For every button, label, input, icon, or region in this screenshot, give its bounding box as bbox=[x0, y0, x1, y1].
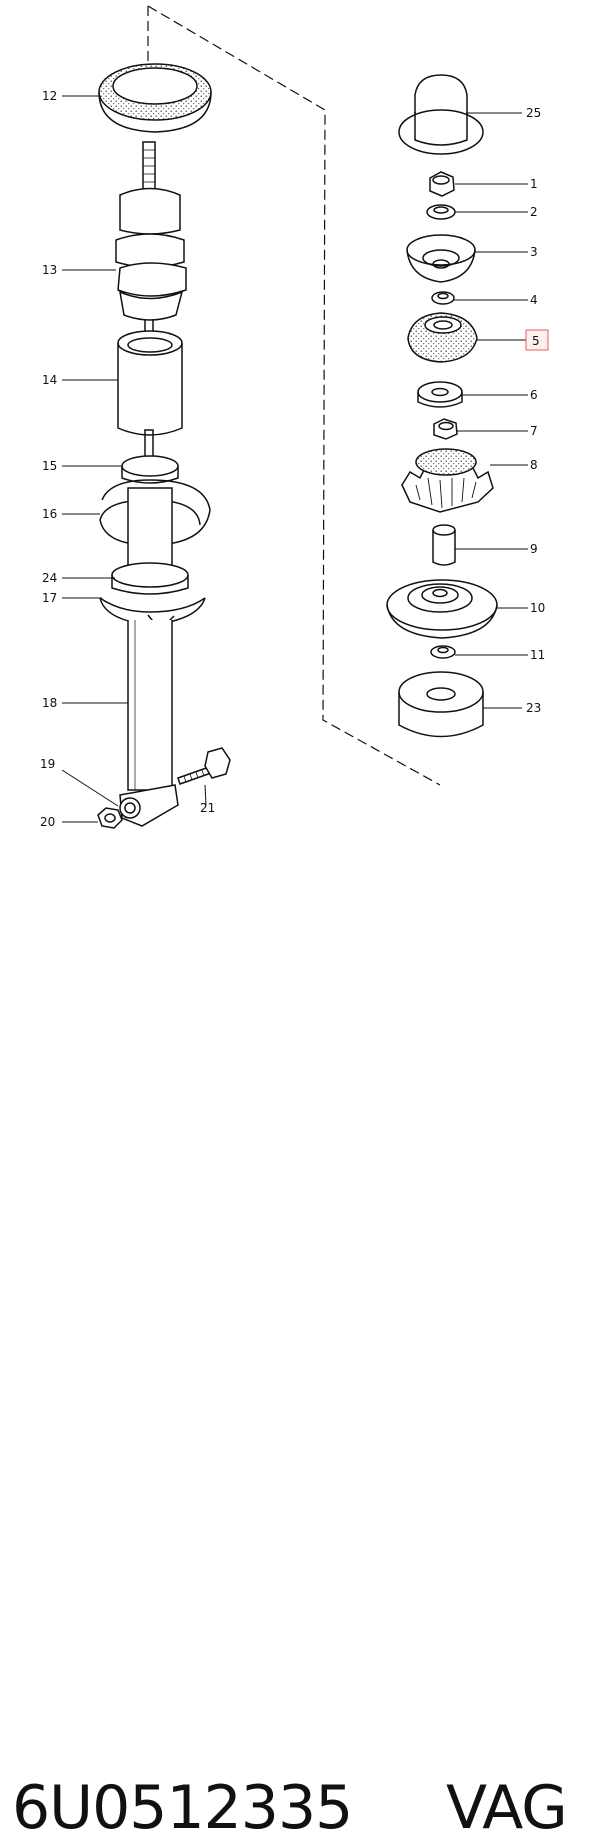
callout-8: 8 bbox=[530, 458, 538, 472]
brand-name: VAG bbox=[446, 1773, 568, 1843]
part-9-sleeve bbox=[432, 524, 456, 566]
part-25-dust-cap bbox=[398, 74, 484, 155]
highlight-box bbox=[525, 329, 549, 351]
callout-21: 21 bbox=[200, 801, 215, 815]
assembly-dash-line bbox=[147, 5, 441, 786]
callout-19: 19 bbox=[40, 757, 55, 771]
part-14-protective-tube bbox=[117, 330, 183, 436]
callout-20: 20 bbox=[40, 815, 55, 829]
part-8-bearing bbox=[401, 448, 494, 513]
footer: 6U0512335 VAG bbox=[0, 880, 600, 1843]
part-13-bump-stop bbox=[115, 187, 187, 321]
part-4-washer bbox=[431, 291, 455, 305]
callout-11: 11 bbox=[530, 648, 545, 662]
part-11-washer bbox=[430, 645, 456, 659]
part-23-buffer bbox=[398, 671, 484, 738]
callout-1: 1 bbox=[530, 177, 538, 191]
callout-5: 5 bbox=[532, 334, 540, 348]
part-16-coil-spring bbox=[99, 479, 211, 569]
part-number: 6U0512335 bbox=[12, 1773, 353, 1843]
callout-25: 25 bbox=[526, 106, 541, 120]
callout-7: 7 bbox=[530, 424, 538, 438]
part-21-bolt bbox=[177, 747, 231, 785]
part-12-seal-ring bbox=[98, 63, 212, 133]
part-24-spring-pad bbox=[111, 562, 189, 595]
callout-14: 14 bbox=[42, 373, 57, 387]
callout-labels: 12 13 14 15 16 24 17 18 19 20 21 25 1 2 … bbox=[40, 89, 545, 829]
callout-9: 9 bbox=[530, 542, 538, 556]
callout-12: 12 bbox=[42, 89, 57, 103]
callout-18: 18 bbox=[42, 696, 57, 710]
part-15-spring-seat bbox=[121, 455, 179, 484]
part-19-bottom-eye bbox=[119, 784, 179, 827]
callout-4: 4 bbox=[530, 293, 538, 307]
callout-15: 15 bbox=[42, 459, 57, 473]
part-5-rubber-mount bbox=[407, 312, 478, 363]
callout-24: 24 bbox=[42, 571, 57, 585]
callout-10: 10 bbox=[530, 601, 545, 615]
leader-lines bbox=[61, 95, 528, 823]
part-6-washer bbox=[417, 381, 463, 408]
callout-3: 3 bbox=[530, 245, 538, 259]
callout-17: 17 bbox=[42, 591, 57, 605]
shock-absorber-diagram: 12 13 14 15 16 24 17 18 19 20 21 25 1 2 … bbox=[40, 5, 549, 829]
callout-16: 16 bbox=[42, 507, 57, 521]
callout-2: 2 bbox=[530, 205, 538, 219]
part-3-mount-cup bbox=[406, 234, 476, 283]
part-1-nut bbox=[429, 171, 455, 197]
callout-13: 13 bbox=[42, 263, 57, 277]
part-2-washer bbox=[426, 204, 456, 220]
callout-23: 23 bbox=[526, 701, 541, 715]
part-18-damper-body bbox=[127, 620, 173, 791]
part-20-nut bbox=[97, 807, 123, 829]
callout-6: 6 bbox=[530, 388, 538, 402]
part-7-nut bbox=[433, 418, 458, 440]
part-10-strut-plate bbox=[386, 579, 498, 639]
